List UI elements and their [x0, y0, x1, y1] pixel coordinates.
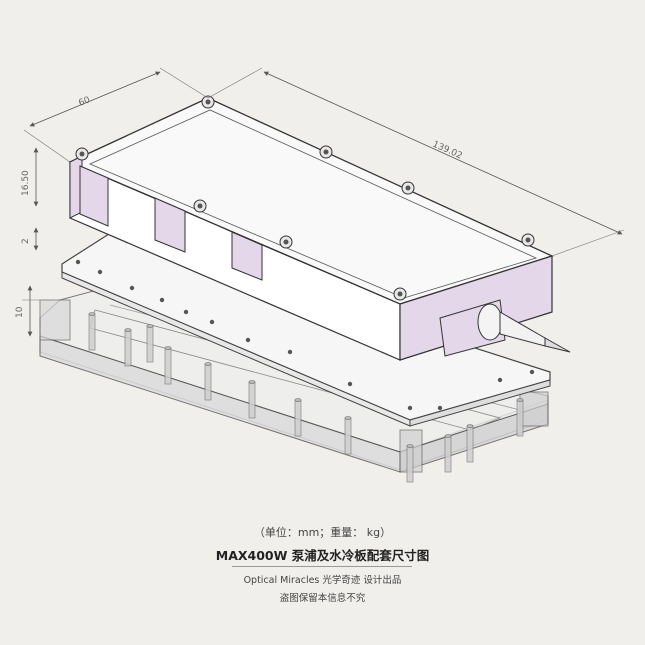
dim-gap-label: 2 [21, 238, 31, 244]
socket-screw-hex [397, 291, 403, 297]
socket-screw-hex [197, 203, 203, 209]
socket-screw-hex [205, 99, 211, 105]
plate-hole [497, 377, 503, 383]
plate-holes [75, 259, 535, 411]
unit-note: （单位：mm；重量： kg） [253, 526, 392, 539]
plate-hole [159, 297, 165, 303]
plate-hole [347, 381, 353, 387]
socket-screw-hex [283, 239, 289, 245]
dimension-plate-gap: 2 [21, 227, 39, 251]
plate-hole [529, 369, 535, 375]
socket-screw-hex [79, 151, 85, 157]
socket-screw-hex [405, 185, 411, 191]
block-screw-head [516, 398, 524, 402]
block-screw-head [466, 424, 474, 428]
block-screw [124, 329, 132, 367]
brand-line: Optical Miracles 光学奇迹 设计出品 [243, 575, 402, 586]
block-screws [88, 312, 524, 483]
block-screw [164, 347, 172, 385]
dim-length-label: 139.02 [431, 140, 464, 162]
block-screw-head [124, 328, 132, 332]
block-screw [344, 417, 352, 455]
plate-hole [75, 259, 81, 265]
pump-cooling-plate-drawing: 60 139.02 16.50 2 10 [15, 67, 625, 483]
block-screw-head [88, 312, 96, 316]
plate-hole [407, 405, 413, 411]
dimension-plate-thickness: 10 [15, 285, 40, 337]
block-screw-head [444, 434, 452, 438]
dimension-module-height: 16.50 [21, 147, 39, 207]
plate-hole [245, 337, 251, 343]
block-screw [466, 425, 474, 463]
block-screw [146, 325, 154, 363]
dim-thickness-label: 10 [15, 306, 25, 318]
block-screw-head [294, 398, 302, 402]
caption-divider [232, 566, 412, 567]
block-screw [444, 435, 452, 473]
socket-screw-hex [323, 149, 329, 155]
block-screw [516, 399, 524, 437]
copyright-note: 盗图保留本信息不究 [279, 593, 366, 604]
block-screw [406, 445, 414, 483]
plate-hole [437, 405, 443, 411]
block-screw [248, 381, 256, 419]
block-screw [88, 313, 96, 351]
mounting-plate [61, 231, 551, 427]
block-screw-head [406, 444, 414, 448]
block-screw [204, 363, 212, 401]
plate-hole [287, 349, 293, 355]
socket-screw-hex [525, 237, 531, 243]
plate-hole [97, 269, 103, 275]
block-screw-head [204, 362, 212, 366]
plate-hole [209, 319, 215, 325]
drawing-title: MAX400W 泵浦及水冷板配套尺寸图 [215, 548, 430, 563]
dim-width-label: 60 [77, 95, 92, 109]
block-screw-head [248, 380, 256, 384]
block-screw-head [164, 346, 172, 350]
block-screw [294, 399, 302, 437]
block-screw-head [344, 416, 352, 420]
plate-hole [183, 309, 189, 315]
dim-height-label: 16.50 [21, 170, 31, 196]
plate-hole [129, 285, 135, 291]
dimension-width: 60 [23, 67, 209, 163]
block-screw-head [146, 324, 154, 328]
